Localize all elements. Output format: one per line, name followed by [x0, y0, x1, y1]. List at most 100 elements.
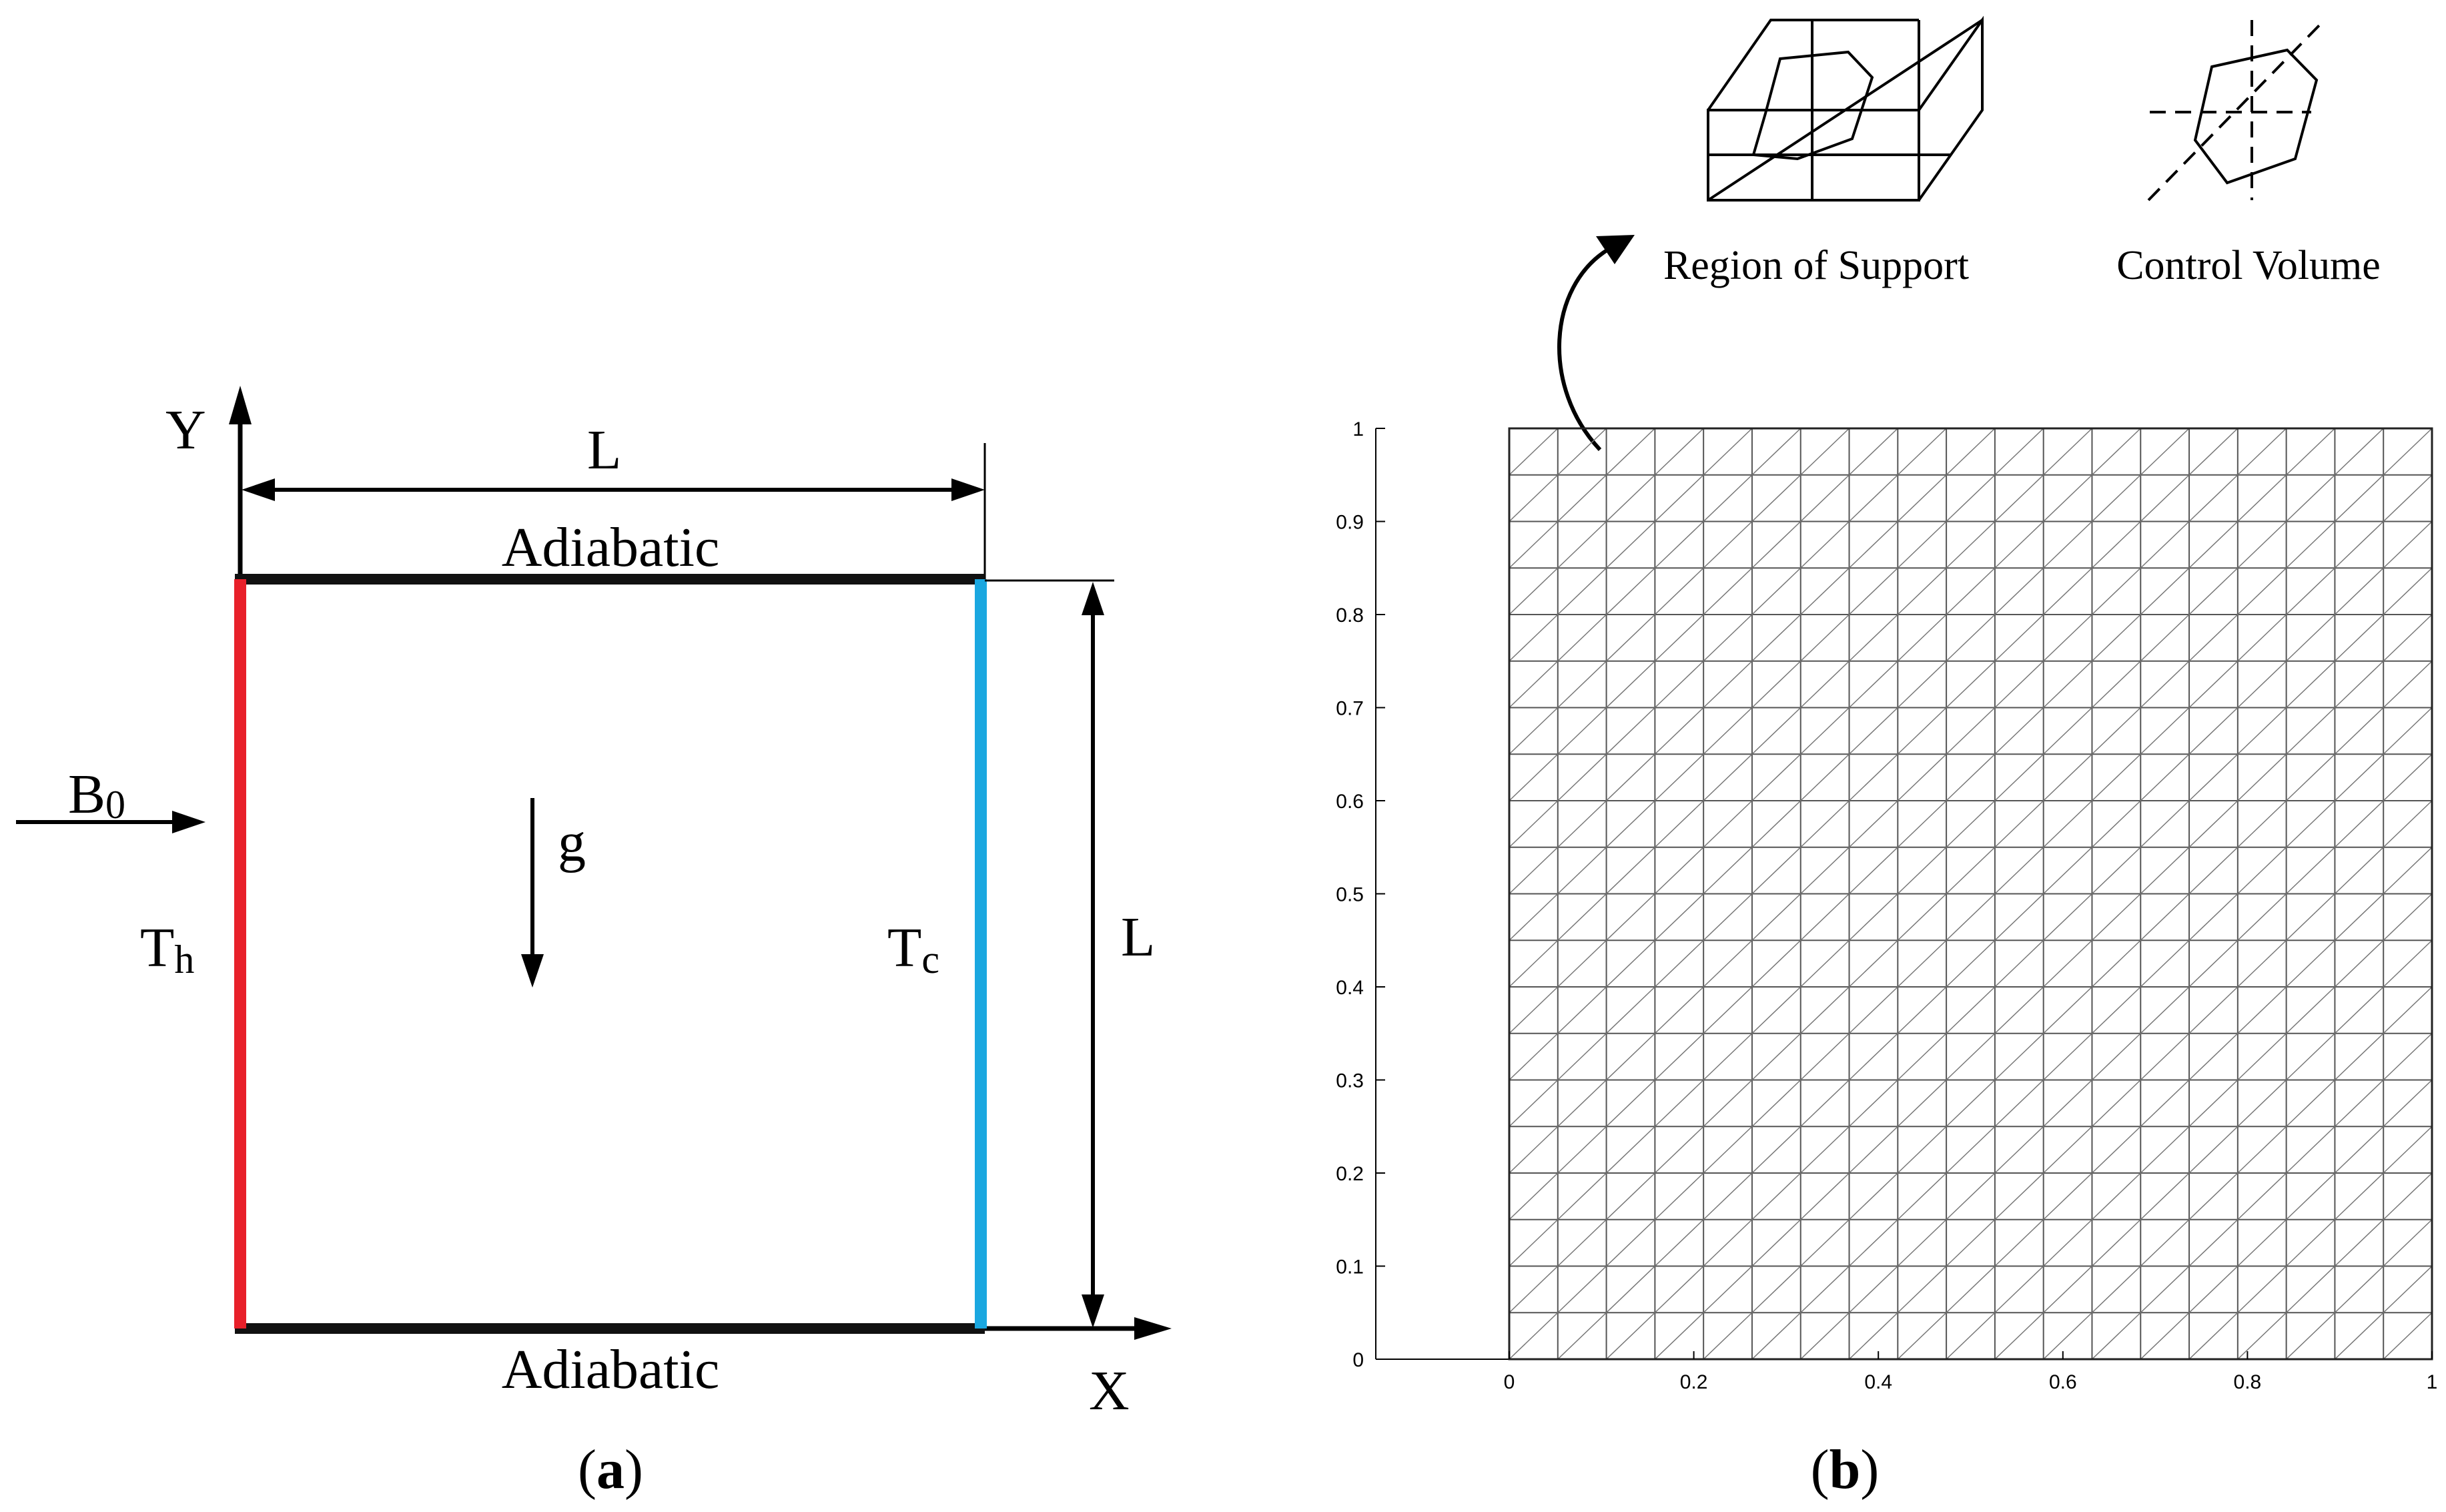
region-of-support-icon	[1707, 15, 1984, 202]
mesh-element-diagonal	[1897, 474, 1947, 522]
mesh-element-diagonal	[2140, 1172, 2190, 1220]
mesh-element-diagonal	[1849, 567, 1898, 615]
mesh-element-diagonal	[1509, 474, 1559, 522]
mesh-element-diagonal	[1897, 893, 1947, 941]
mesh-element-diagonal	[2383, 707, 2433, 755]
gravity-arrowhead	[521, 954, 544, 988]
mesh-boundary	[1508, 427, 2433, 1361]
control-volume-label: Control Volume	[2116, 243, 2381, 288]
mesh-element-diagonal	[2140, 1079, 2190, 1127]
mesh-element-diagonal	[2286, 567, 2335, 615]
mesh-element-diagonal	[1751, 939, 1801, 988]
mesh-element-diagonal	[1557, 661, 1607, 709]
mesh-element-diagonal	[2286, 474, 2335, 522]
mesh-element-diagonal	[1606, 661, 1655, 709]
mesh-element-diagonal	[1800, 1265, 1850, 1313]
mesh-element-diagonal	[1509, 1312, 1559, 1360]
mesh-element-diagonal	[2091, 847, 2141, 895]
mesh-element-diagonal	[1897, 847, 1947, 895]
mesh-element-diagonal	[2237, 474, 2287, 522]
caption-a-open: (	[578, 1439, 596, 1501]
mesh-element-diagonal	[1994, 661, 2044, 709]
mesh-element-diagonal	[1800, 661, 1850, 709]
mesh-element-diagonal	[1849, 847, 1898, 895]
mesh-element-diagonal	[1654, 567, 1704, 615]
pointer-arrow	[1557, 248, 1609, 452]
mesh-element-diagonal	[1800, 520, 1850, 569]
mesh-element-diagonal	[1800, 1126, 1850, 1174]
x-tick-label: 0.2	[1680, 1371, 1708, 1393]
mesh-element-diagonal	[1946, 753, 1996, 801]
mesh-element-diagonal	[2043, 1219, 2092, 1267]
mesh-element-diagonal	[1509, 800, 1559, 848]
mesh-element-diagonal	[2383, 847, 2433, 895]
mesh-element-diagonal	[2043, 707, 2092, 755]
hot-wall-subscript: h	[174, 937, 194, 982]
mesh-element-diagonal	[1751, 428, 1801, 476]
mesh-element-diagonal	[2286, 1219, 2335, 1267]
top-wall-label: Adiabatic	[502, 516, 720, 579]
y-tick-label: 0.9	[1336, 512, 1364, 534]
mesh-element-diagonal	[1946, 567, 1996, 615]
mesh-element-diagonal	[2043, 1033, 2092, 1081]
mesh-element-diagonal	[2383, 1219, 2433, 1267]
mesh-element-diagonal	[1800, 753, 1850, 801]
mesh-element-diagonal	[1751, 474, 1801, 522]
mesh-element-diagonal	[2334, 1172, 2384, 1220]
mesh-element-diagonal	[2237, 1079, 2287, 1127]
mesh-element-diagonal	[2043, 1126, 2092, 1174]
mesh-element-diagonal	[2043, 1312, 2092, 1360]
mesh-element-diagonal	[1751, 1126, 1801, 1174]
mesh-element-diagonal	[2237, 1126, 2287, 1174]
mesh-element-diagonal	[2140, 800, 2190, 848]
y-tick-label: 0.8	[1336, 605, 1364, 627]
mesh-element-diagonal	[1654, 1126, 1704, 1174]
mesh-element-diagonal	[1849, 614, 1898, 662]
mesh-element-diagonal	[1994, 1033, 2044, 1081]
mesh-element-diagonal	[1946, 1265, 1996, 1313]
mesh-element-diagonal	[1751, 1265, 1801, 1313]
mesh-element-diagonal	[1654, 428, 1704, 476]
mesh-element-diagonal	[2383, 1265, 2433, 1313]
mesh-element-diagonal	[2188, 1126, 2238, 1174]
mesh-element-diagonal	[1509, 707, 1559, 755]
y-tick-label: 0.6	[1336, 791, 1364, 813]
mesh-element-diagonal	[1751, 520, 1801, 569]
mesh-element-diagonal	[2383, 614, 2433, 662]
y-tick-label: 1	[1352, 418, 1364, 440]
mesh-element-diagonal	[1703, 1033, 1753, 1081]
panel-a: Y X L Adiabatic L B0 g Th Tc	[16, 386, 1172, 1501]
mesh-element-diagonal	[1946, 1033, 1996, 1081]
mesh-element-diagonal	[1557, 1033, 1607, 1081]
mesh-element-diagonal	[1946, 800, 1996, 848]
mesh-element-diagonal	[2334, 1265, 2384, 1313]
mesh-element-diagonal	[1557, 567, 1607, 615]
mesh-element-diagonal	[2188, 1033, 2238, 1081]
mesh-grid	[1508, 427, 2433, 1361]
mesh-element-diagonal	[2140, 1126, 2190, 1174]
mesh-element-diagonal	[1897, 428, 1947, 476]
mesh-element-diagonal	[1849, 1033, 1898, 1081]
width-arrowhead-left	[242, 478, 275, 501]
mesh-element-diagonal	[2043, 428, 2092, 476]
mesh-element-diagonal	[2286, 847, 2335, 895]
cold-wall-label: Tc	[887, 917, 939, 982]
mesh-element-diagonal	[2043, 753, 2092, 801]
mesh-element-diagonal	[1751, 614, 1801, 662]
mesh-element-diagonal	[2188, 939, 2238, 988]
mesh-element-diagonal	[1800, 1033, 1850, 1081]
mesh-element-diagonal	[1994, 428, 2044, 476]
caption-b-letter: b	[1829, 1439, 1861, 1501]
mesh-element-diagonal	[1606, 1079, 1655, 1127]
caption-b: (b)	[1811, 1439, 1880, 1501]
mesh-element-diagonal	[2140, 520, 2190, 569]
mesh-element-diagonal	[1751, 847, 1801, 895]
mesh-element-diagonal	[2383, 1033, 2433, 1081]
mesh-element-diagonal	[2188, 1079, 2238, 1127]
mesh-element-diagonal	[1994, 1079, 2044, 1127]
mesh-element-diagonal	[1751, 1312, 1801, 1360]
mesh-element-diagonal	[1654, 614, 1704, 662]
mesh-element-diagonal	[2043, 520, 2092, 569]
mesh-element-diagonal	[2188, 893, 2238, 941]
mesh-element-diagonal	[1703, 1126, 1753, 1174]
